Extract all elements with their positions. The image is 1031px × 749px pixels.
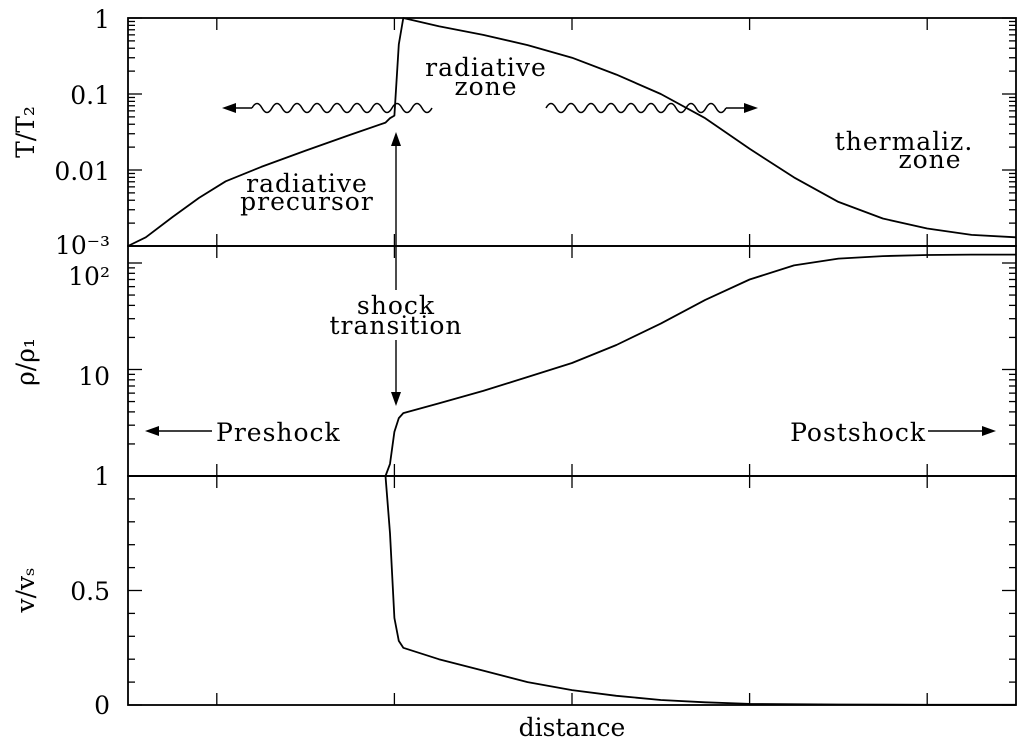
annotation-radiative-zone: zone: [454, 72, 517, 101]
postshock-arrow: [928, 426, 996, 436]
annotation-thermaliz-zone: thermaliz.: [835, 127, 974, 156]
annotation-preshock: Preshock: [216, 418, 341, 447]
radiation-wave-left: [222, 102, 433, 114]
shock-transition-arrow: [391, 132, 401, 406]
y-tick-label: 10⁻³: [55, 231, 110, 260]
annotation-radiative-precursor: radiative: [246, 169, 368, 198]
y-tick-label: 10²: [68, 262, 110, 291]
y-tick-label: 0.1: [70, 81, 110, 110]
arrowhead-icon: [145, 426, 159, 436]
y-axis-label-density: ρ/ρ₁: [11, 338, 40, 386]
y-tick-label: 10: [78, 362, 110, 391]
annotation-radiative-zone: radiative: [425, 53, 547, 82]
temperature-curve: [127, 17, 1017, 247]
arrowhead-icon: [391, 392, 401, 406]
annotation-radiative-precursor: precursor: [240, 187, 374, 216]
density-curve: [128, 253, 1016, 477]
y-tick-label: 0.01: [54, 157, 110, 186]
radiation-wave-right-line: [545, 102, 727, 114]
y-axis-label-velocity: v/vₛ: [11, 567, 40, 613]
preshock-arrow: [145, 426, 212, 436]
y-axis-label-temperature: T/T₂: [11, 106, 40, 158]
radiation-wave-right: [545, 102, 758, 114]
axis-ticks: [128, 17, 1016, 706]
data-curves: [127, 17, 1017, 706]
arrowhead-icon: [744, 103, 758, 113]
x-axis-label: distance: [519, 713, 626, 742]
arrowhead-icon: [982, 426, 996, 436]
velocity-curve: [128, 475, 1016, 706]
arrowhead-icon: [222, 103, 236, 113]
annotation-shock-transition: transition: [329, 311, 462, 340]
velocity-panel-frame: [127, 475, 1017, 706]
y-tick-label: 1: [94, 462, 110, 491]
y-tick-label: 1: [94, 5, 110, 34]
radiation-wave-left-line: [251, 102, 433, 114]
annotation-thermaliz-zone: zone: [898, 145, 961, 174]
annotation-shock-transition: shock: [357, 291, 435, 320]
annotation-postshock: Postshock: [790, 418, 926, 447]
y-tick-label: 0.5: [70, 577, 110, 606]
arrowhead-icon: [391, 132, 401, 146]
y-tick-label: 0: [94, 691, 110, 720]
